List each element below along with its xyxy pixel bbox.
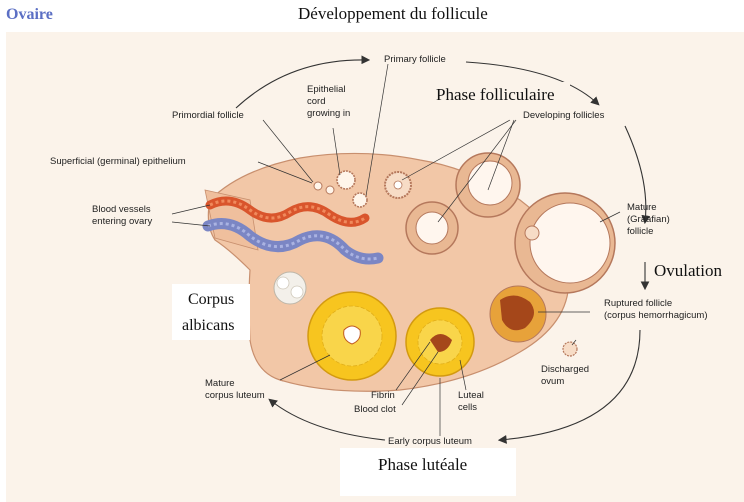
ruptured-follicle-label: Ruptured follicle <box>604 298 672 309</box>
epithelial-cord-label: Epithelial <box>307 84 346 95</box>
blood-vessels-label: Blood vessels <box>92 204 151 215</box>
ovulation-label: Ovulation <box>654 261 722 280</box>
ruptured-follicle-label: (corpus hemorrhagicum) <box>604 310 707 321</box>
discharged-ovum-label: ovum <box>541 376 564 387</box>
primary-follicle-label: Primary follicle <box>384 54 446 65</box>
phase-folliculaire-label: Phase folliculaire <box>436 85 555 104</box>
primordial-follicle <box>326 186 334 194</box>
superficial-epithelium-label: Superficial (germinal) epithelium <box>50 156 186 167</box>
mature-follicle-label: follicle <box>627 226 653 237</box>
cycle-arrow-top-left <box>236 60 368 108</box>
phase-luteale-label: Phase lutéale <box>378 455 467 474</box>
primary-follicle <box>353 193 367 207</box>
mature-corpus-luteum-label: corpus luteum <box>205 390 265 401</box>
developing-follicles-label: Developing follicles <box>523 110 605 121</box>
luteal-cells-label: Luteal <box>458 390 484 401</box>
primordial-follicle-label: Primordial follicle <box>172 110 244 121</box>
epithelial-cord-label: growing in <box>307 108 350 119</box>
fibrin-label: Fibrin <box>371 390 395 401</box>
early-corpus-luteum-label: Early corpus luteum <box>388 436 472 447</box>
epithelial-cord-label: cord <box>307 96 325 107</box>
blood-clot-label: Blood clot <box>354 404 396 415</box>
discharged-ovum <box>563 342 577 356</box>
corpus-albicans-label-2: albicans <box>182 317 234 334</box>
primordial-follicle <box>314 182 322 190</box>
oocyte <box>525 226 539 240</box>
luteal-cells-label: cells <box>458 402 477 413</box>
discharged-ovum-label: Discharged <box>541 364 589 375</box>
mature-follicle-label: (Graafian) <box>627 214 670 225</box>
mature-corpus-luteum-label: Mature <box>205 378 235 389</box>
mature-follicle-label: Mature <box>627 202 657 213</box>
corpus-albicans-label-1: Corpus <box>188 291 234 308</box>
blood-vessels-label: entering ovary <box>92 216 152 227</box>
